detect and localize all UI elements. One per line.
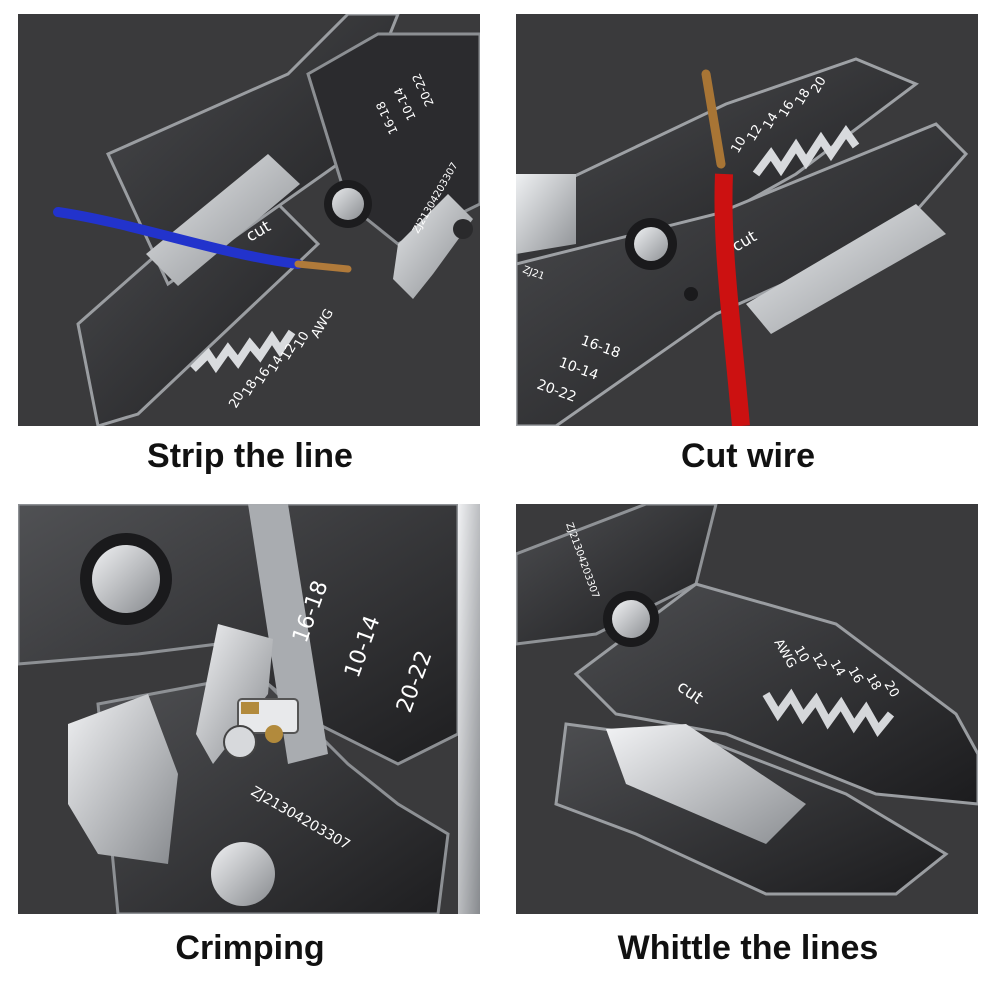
gauge-12: 12 [809,651,830,673]
caption-cut-wire: Cut wire [680,437,816,475]
caption-whittle-the-lines: Whittle the lines [617,929,879,967]
cut-photo-illustration: cut 10 12 14 16 18 20 16-18 10-14 20-22 … [516,57,969,426]
gauge-20: 20 [881,679,902,701]
strip-photo-illustration: cut AWG 10 12 14 16 18 20 16-18 10-14 20… [53,14,480,426]
gauge-18: 18 [863,672,884,694]
gauge-10: 10 [728,134,749,156]
gauge-16: 16 [776,98,797,120]
gauge-14: 14 [760,110,781,132]
gauge-12: 12 [744,122,765,144]
red-wire [714,173,750,426]
photo-strip-the-line: cut AWG 10 12 14 16 18 20 16-18 10-14 20… [18,14,480,426]
awg-label: AWG [308,307,337,341]
caption-strip-the-line: Strip the line [147,437,353,475]
gauge-18: 18 [239,377,260,399]
gauge-20: 20 [226,389,247,411]
blue-wire [53,207,303,269]
gauge-12: 12 [278,341,299,363]
gauge-16: 16 [252,365,273,387]
photo-crimping: 16-18 10-14 20-22 ZJ21304203307 [18,504,480,914]
gauge-14: 14 [265,353,286,375]
gauge-16: 16 [845,665,866,687]
gauge-10: 10 [791,644,812,666]
crimp-photo-illustration: 16-18 10-14 20-22 ZJ21304203307 [18,504,480,914]
photo-whittle-the-lines: cut AWG 10 12 14 16 18 20 ZJ21304203307 [516,504,978,914]
caption-crimping: Crimping [175,929,325,967]
whittle-photo-illustration: cut AWG 10 12 14 16 18 20 ZJ21304203307 [516,504,978,896]
photo-cut-wire: cut 10 12 14 16 18 20 16-18 10-14 20-22 … [516,14,978,426]
gauge-14: 14 [827,658,848,680]
gauge-10: 10 [291,329,312,351]
gauge-20: 20 [808,74,829,96]
gauge-18: 18 [792,86,813,108]
